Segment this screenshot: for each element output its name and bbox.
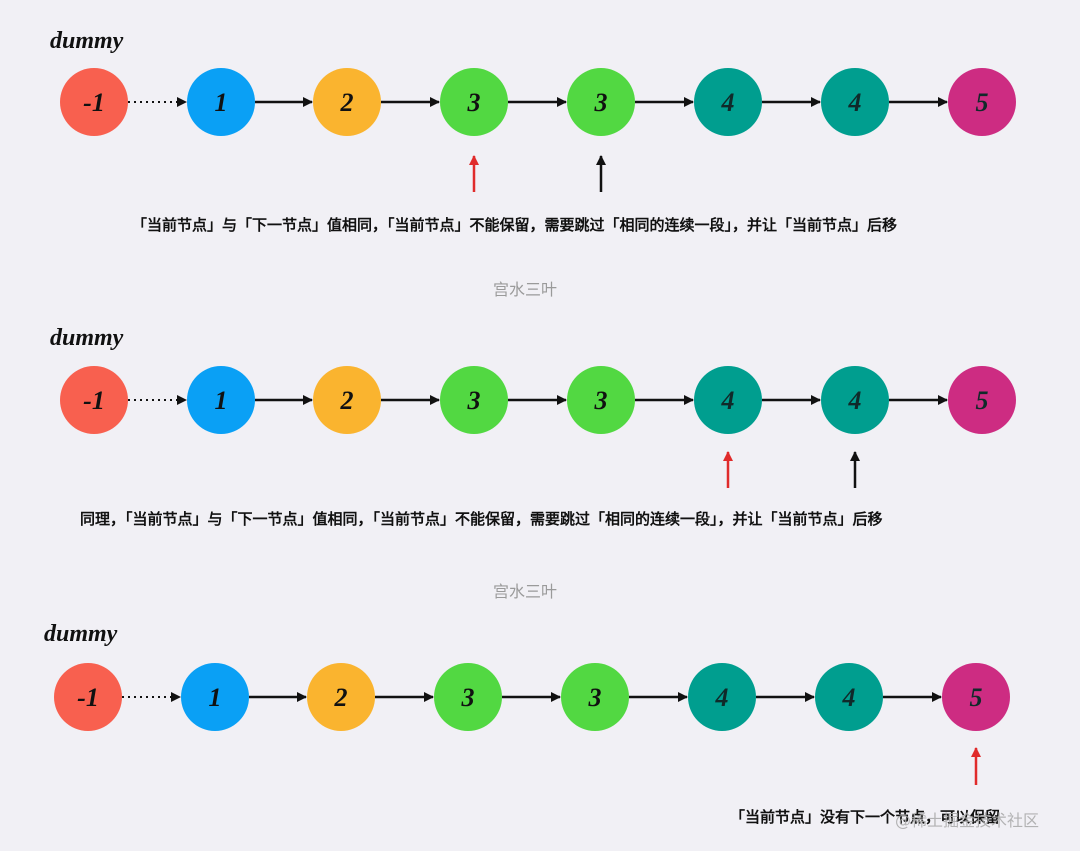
node-circle (187, 366, 255, 434)
list-node: 5 (948, 366, 1016, 434)
node-value: 2 (340, 386, 354, 415)
node-circle (561, 663, 629, 731)
node-value: 4 (848, 88, 862, 117)
watermark-2: 宫水三叶 (493, 582, 558, 601)
list-node: -1 (60, 366, 128, 434)
node-circle (942, 663, 1010, 731)
node-circle (181, 663, 249, 731)
list-node: 3 (561, 663, 629, 731)
list-node: 3 (567, 366, 635, 434)
node-circle (694, 68, 762, 136)
list-node: 3 (567, 68, 635, 136)
node-circle (688, 663, 756, 731)
node-value: 1 (215, 88, 228, 117)
list-node: 5 (942, 663, 1010, 731)
list-node: 4 (821, 68, 889, 136)
list-node: 4 (694, 68, 762, 136)
list-node: 3 (440, 68, 508, 136)
list-node: 4 (688, 663, 756, 731)
node-circle (60, 366, 128, 434)
dummy-label: dummy (44, 621, 118, 647)
node-circle (54, 663, 122, 731)
panel-1-caption: 「当前节点」与「下一节点」值相同，「当前节点」不能保留，需要跳过「相同的连续一段… (132, 216, 898, 234)
node-circle (567, 366, 635, 434)
list-node: 5 (948, 68, 1016, 136)
node-value: 5 (976, 386, 989, 415)
node-value: 5 (970, 683, 983, 712)
list-node: 2 (307, 663, 375, 731)
list-node: 4 (821, 366, 889, 434)
node-circle (948, 366, 1016, 434)
node-circle (821, 68, 889, 136)
node-circle (440, 68, 508, 136)
node-circle (948, 68, 1016, 136)
node-value: 1 (215, 386, 228, 415)
panel-2-caption: 同理，「当前节点」与「下一节点」值相同，「当前节点」不能保留，需要跳过「相同的连… (80, 510, 883, 528)
node-circle (694, 366, 762, 434)
node-circle (313, 366, 381, 434)
node-value: 3 (594, 88, 608, 117)
corner-watermark: @稀土掘金技术社区 (895, 811, 1040, 830)
node-value: 4 (721, 88, 735, 117)
node-circle (567, 68, 635, 136)
node-value: 4 (842, 683, 856, 712)
list-node: 1 (187, 366, 255, 434)
node-value: -1 (77, 683, 99, 712)
list-node: 3 (434, 663, 502, 731)
dummy-label: dummy (50, 325, 124, 351)
node-value: 3 (588, 683, 602, 712)
node-circle (60, 68, 128, 136)
list-node: 2 (313, 366, 381, 434)
node-value: 3 (467, 386, 481, 415)
node-circle (815, 663, 883, 731)
watermark-1: 宫水三叶 (493, 280, 558, 299)
list-node: 2 (313, 68, 381, 136)
node-value: 3 (467, 88, 481, 117)
dummy-label: dummy (50, 28, 124, 54)
node-circle (434, 663, 502, 731)
list-node: 4 (815, 663, 883, 731)
node-value: 4 (848, 386, 862, 415)
node-value: 3 (461, 683, 475, 712)
node-circle (821, 366, 889, 434)
list-node: 4 (694, 366, 762, 434)
node-circle (313, 68, 381, 136)
node-value: -1 (83, 88, 105, 117)
node-value: 4 (715, 683, 729, 712)
node-circle (187, 68, 255, 136)
list-node: 3 (440, 366, 508, 434)
panel-1: dummy -1 1 2 3 3 4 4 5 (50, 28, 1016, 192)
node-value: 5 (976, 88, 989, 117)
node-value: 3 (594, 386, 608, 415)
node-value: 2 (334, 683, 348, 712)
list-node: -1 (54, 663, 122, 731)
node-value: 2 (340, 88, 354, 117)
list-node: 1 (187, 68, 255, 136)
node-value: 1 (209, 683, 222, 712)
node-circle (440, 366, 508, 434)
panel-2: dummy -1 1 2 3 3 4 4 5 (50, 325, 1016, 488)
list-node: 1 (181, 663, 249, 731)
node-circle (307, 663, 375, 731)
node-value: 4 (721, 386, 735, 415)
panel-3-caption: 「当前节点」没有下一个节点，可以保留 (730, 808, 1001, 826)
panel-3: dummy -1 1 2 3 3 4 4 5 (44, 621, 1010, 785)
list-node: -1 (60, 68, 128, 136)
node-value: -1 (83, 386, 105, 415)
